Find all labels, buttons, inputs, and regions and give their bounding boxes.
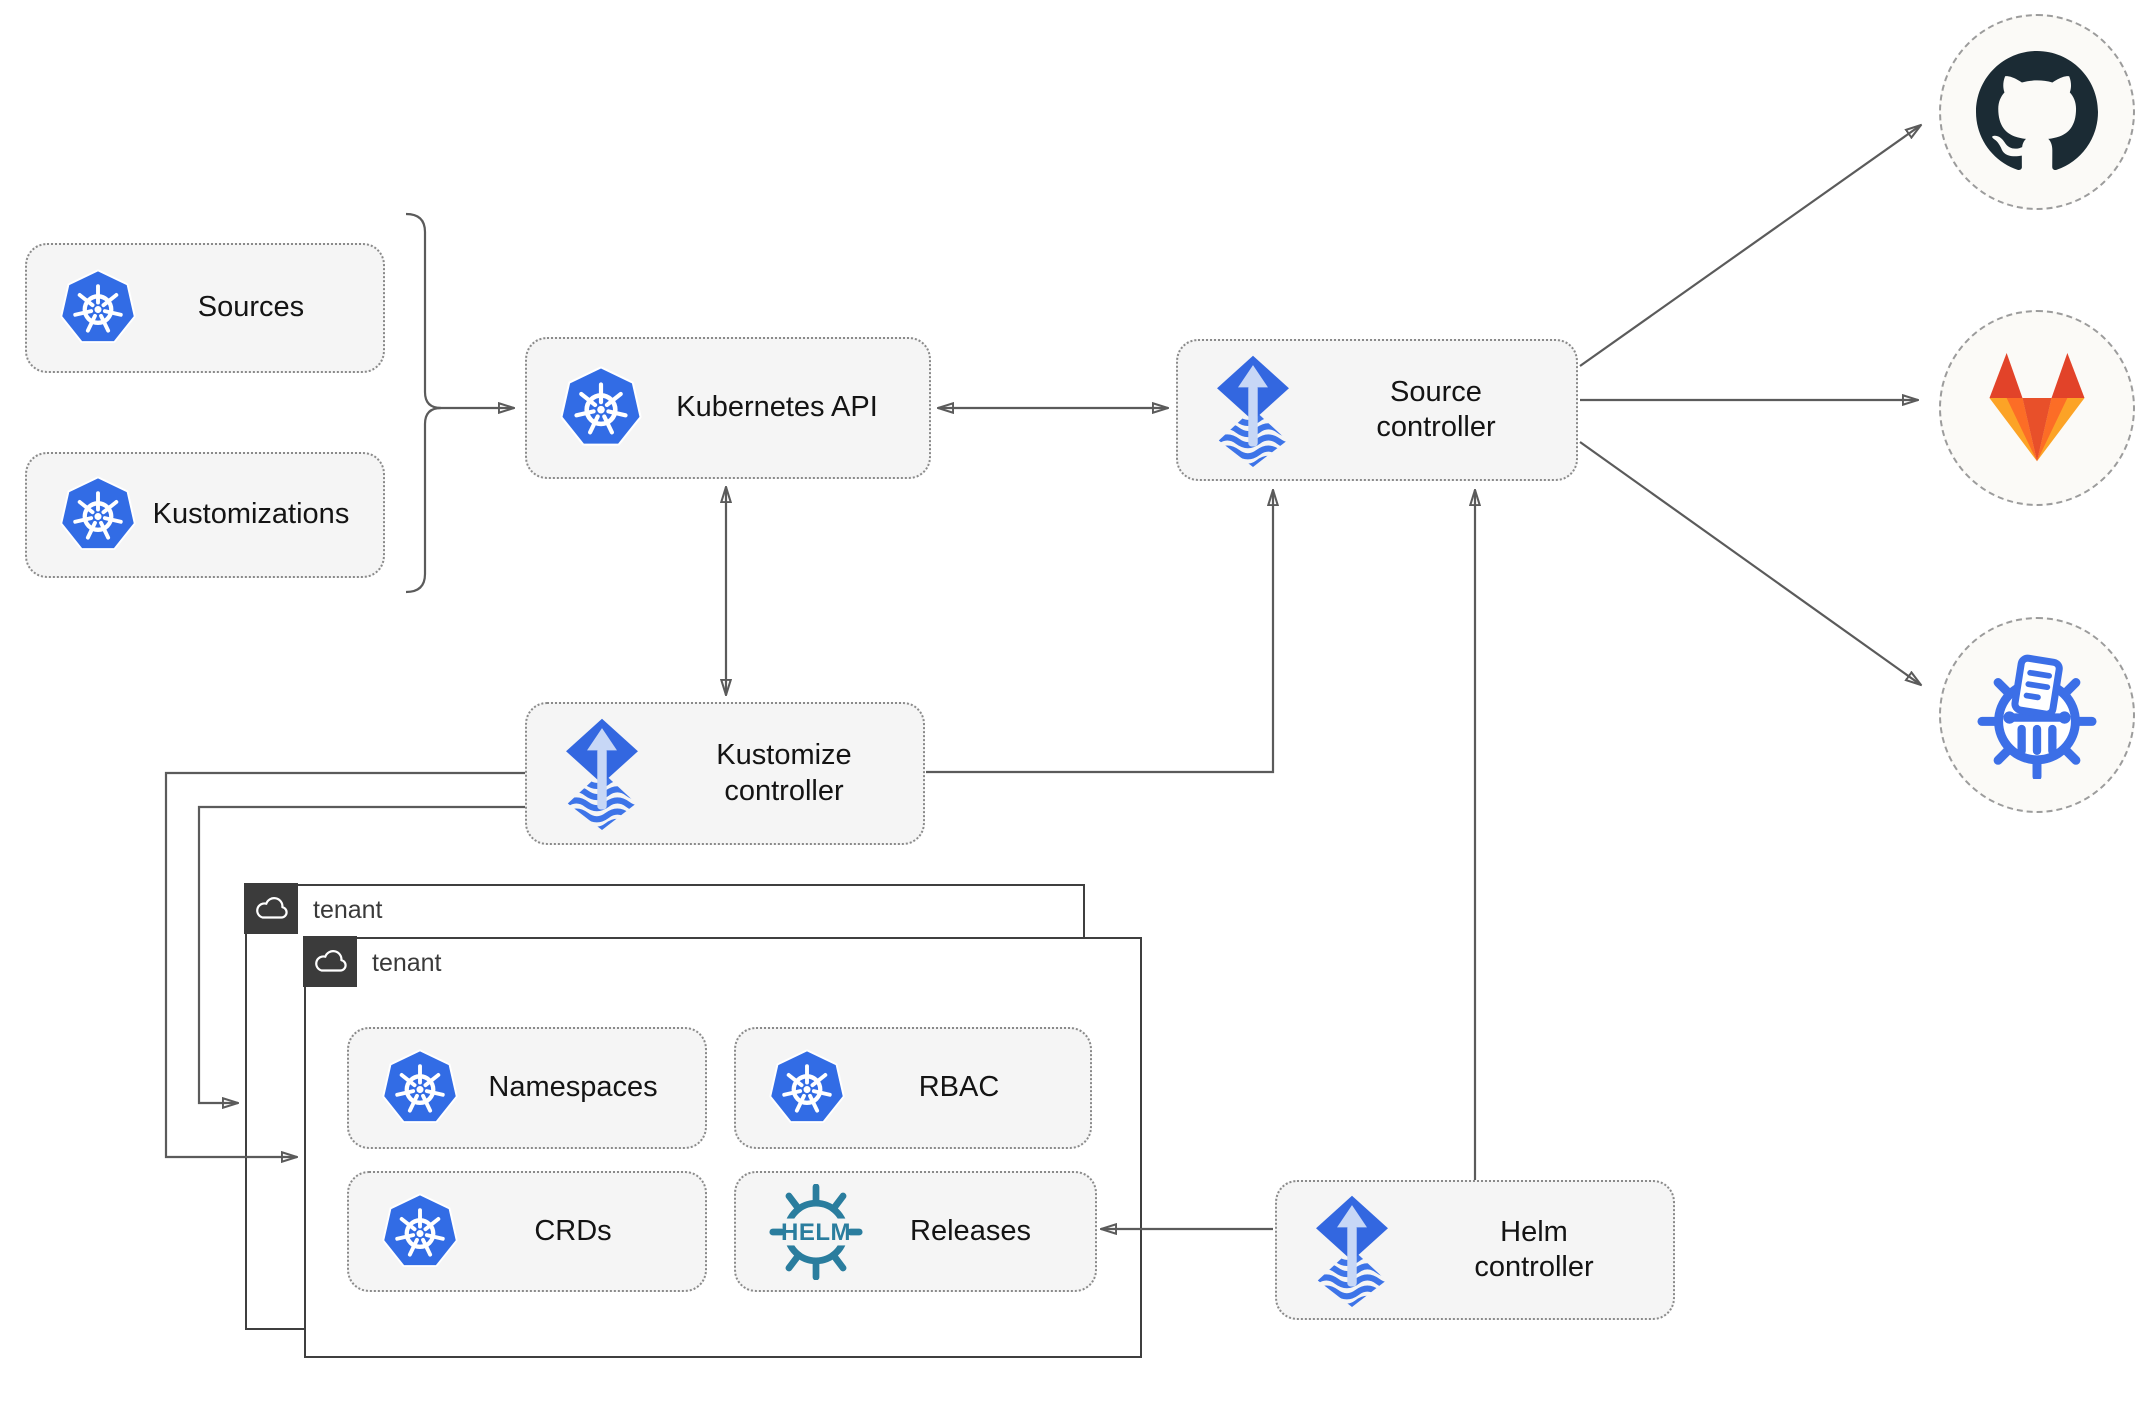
node-sources: Sources (25, 243, 385, 373)
node-label: Kustomizations (152, 498, 350, 531)
node-label: Kubernetes API (676, 391, 878, 424)
node-releases: HELM Releases (734, 1171, 1097, 1292)
flux-icon (1210, 354, 1296, 467)
node-label: RBAC (918, 1071, 1000, 1104)
node-label: Helm controller (1474, 1215, 1594, 1283)
kubernetes-icon (559, 366, 643, 450)
helm-icon: HELM (768, 1184, 864, 1280)
kubernetes-icon (381, 1193, 459, 1271)
gitlab-icon (1971, 349, 2103, 468)
tenant-group-front: tenant Namespaces RBAC CRDs HELM Release… (303, 936, 1142, 1358)
external-github (1939, 14, 2135, 210)
node-source-controller: Source controller (1176, 339, 1578, 481)
node-label: CRDs (534, 1214, 612, 1247)
tenant-tab (244, 883, 299, 935)
node-kubernetes-api: Kubernetes API (525, 337, 931, 479)
node-label: Kustomize controller (716, 739, 852, 807)
external-gitlab (1939, 310, 2135, 506)
external-chartmuseum (1939, 617, 2135, 813)
edge-source-controller-to-chartmuseum (1579, 441, 1921, 685)
node-label: Namespaces (488, 1071, 658, 1104)
kubernetes-icon (59, 476, 137, 554)
chartmuseum-icon (1973, 651, 2101, 779)
kubernetes-icon (59, 269, 137, 347)
edge-group-bracket (405, 212, 442, 594)
edge-kustomize-controller-to-source-controller (926, 490, 1273, 774)
kubernetes-icon (381, 1049, 459, 1127)
node-label: Releases (910, 1214, 1031, 1247)
tenant-label: tenant (372, 949, 442, 977)
cloud-icon (312, 949, 348, 975)
node-crds: CRDs (347, 1171, 707, 1292)
flux-icon (1309, 1194, 1395, 1307)
github-icon (1976, 51, 2098, 173)
helm-logo-text: HELM (781, 1219, 851, 1246)
tenant-label: tenant (313, 896, 383, 924)
node-helm-controller: Helm controller (1275, 1180, 1675, 1320)
tenant-tab (303, 936, 358, 988)
kubernetes-icon (768, 1049, 846, 1127)
flux-icon (559, 717, 645, 830)
node-label: Source controller (1376, 375, 1496, 443)
cloud-icon (253, 896, 289, 922)
node-label: Sources (197, 291, 305, 324)
node-rbac: RBAC (734, 1027, 1092, 1149)
node-kustomizations: Kustomizations (25, 452, 385, 578)
node-kustomize-controller: Kustomize controller (525, 702, 925, 845)
edge-source-controller-to-github (1579, 125, 1921, 367)
node-namespaces: Namespaces (347, 1027, 707, 1149)
